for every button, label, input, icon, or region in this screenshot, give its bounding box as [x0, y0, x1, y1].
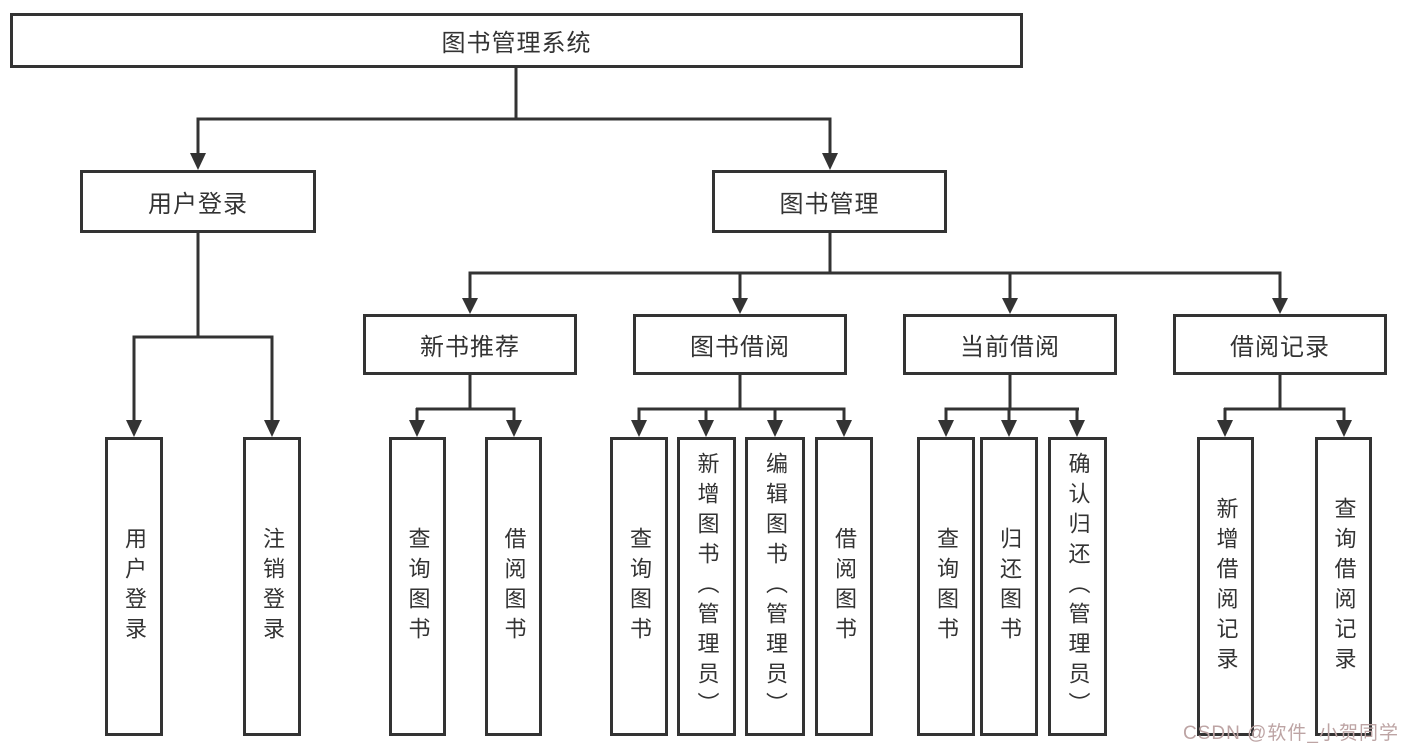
- node-label: 借阅图书: [832, 526, 857, 647]
- node-label: 注销登录: [260, 526, 285, 647]
- node-label: 用户登录: [148, 191, 248, 218]
- leaf-logout: 注销登录: [243, 437, 301, 736]
- node-label: 借阅图书: [501, 526, 527, 647]
- node-label: 确认归还（管理员）: [1065, 451, 1091, 722]
- node-label: 查询图书: [934, 526, 959, 647]
- node-current-borrowing: 当前借阅: [903, 314, 1117, 375]
- node-label: 归还图书: [997, 526, 1022, 647]
- leaf-nbr-borrow-books: 借阅图书: [485, 437, 542, 736]
- leaf-cb-query-books: 查询图书: [917, 437, 975, 736]
- node-label: 查询图书: [627, 526, 652, 647]
- node-label: 图书借阅: [690, 334, 790, 361]
- node-label: 新增借阅记录: [1213, 496, 1239, 677]
- node-book-management: 图书管理: [712, 170, 947, 233]
- node-user-login: 用户登录: [80, 170, 316, 233]
- node-label: 图书管理系统: [441, 30, 592, 57]
- node-label: 新增图书（管理员）: [694, 451, 720, 722]
- leaf-br-query-record: 查询借阅记录: [1315, 437, 1372, 736]
- node-label: 图书管理: [779, 191, 880, 218]
- leaf-nbr-query-books: 查询图书: [389, 437, 446, 736]
- leaf-cb-return-books: 归还图书: [980, 437, 1038, 736]
- node-book-borrowing: 图书借阅: [633, 314, 847, 375]
- node-label: 借阅记录: [1230, 334, 1330, 361]
- node-label: 编辑图书（管理员）: [763, 451, 788, 722]
- leaf-user-login: 用户登录: [105, 437, 163, 736]
- node-new-book-recommend: 新书推荐: [363, 314, 577, 375]
- leaf-bb-edit-books-admin: 编辑图书（管理员）: [745, 437, 805, 736]
- node-label: 查询图书: [405, 526, 431, 647]
- node-borrowing-records: 借阅记录: [1173, 314, 1387, 375]
- node-label: 当前借阅: [960, 334, 1060, 361]
- leaf-cb-confirm-return-admin: 确认归还（管理员）: [1048, 437, 1107, 736]
- node-library-management-system: 图书管理系统: [10, 13, 1023, 68]
- watermark: CSDN @软件_小贺同学: [1183, 723, 1399, 744]
- leaf-br-add-record: 新增借阅记录: [1197, 437, 1254, 736]
- node-label: 查询借阅记录: [1331, 496, 1357, 677]
- leaf-bb-add-books-admin: 新增图书（管理员）: [677, 437, 736, 736]
- node-label: 用户登录: [122, 526, 147, 647]
- leaf-bb-query-books: 查询图书: [610, 437, 668, 736]
- leaf-bb-borrow-books: 借阅图书: [815, 437, 873, 736]
- node-label: 新书推荐: [420, 334, 520, 361]
